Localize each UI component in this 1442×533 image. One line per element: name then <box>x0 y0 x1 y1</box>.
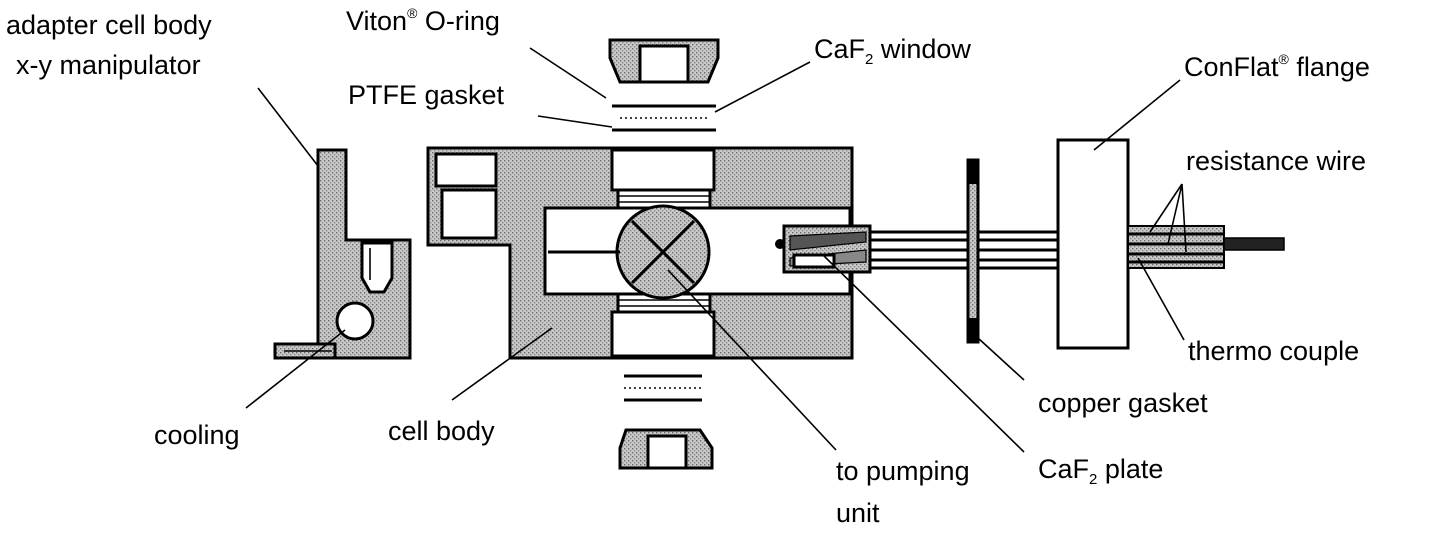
thermo-couple-label: thermo couple <box>1188 336 1359 366</box>
conflat-flange-label: ConFlat® flange <box>1184 51 1370 82</box>
cooling-label: cooling <box>154 420 240 450</box>
copper-gasket-label: copper gasket <box>1038 388 1208 418</box>
ptfe-gasket-label: PTFE gasket <box>348 80 505 110</box>
top-window-stack <box>608 38 720 132</box>
cell-body-part <box>426 146 854 360</box>
to-pumping-label-line2: unit <box>836 498 880 528</box>
caf2-plate-label: CaF2 plate <box>1038 454 1163 488</box>
conflat-flange-part <box>1056 138 1130 350</box>
wire-bundle <box>1127 225 1285 269</box>
resistance-wire-label: resistance wire <box>1186 146 1366 176</box>
adapter-part <box>273 148 412 360</box>
heater-rod <box>775 224 1058 274</box>
bottom-window-stack <box>618 374 714 470</box>
adapter-label-line2: x-y manipulator <box>16 50 201 80</box>
viton-o-ring-label: Viton® O-ring <box>346 5 500 36</box>
to-pumping-label-line1: to pumping <box>836 456 970 486</box>
cell-body-label: cell body <box>388 416 495 446</box>
adapter-label-line1: adapter cell body <box>6 10 212 40</box>
copper-gasket-part <box>966 158 980 344</box>
leader-lines <box>245 47 1187 453</box>
caf2-window-label: CaF2 window <box>814 34 971 68</box>
